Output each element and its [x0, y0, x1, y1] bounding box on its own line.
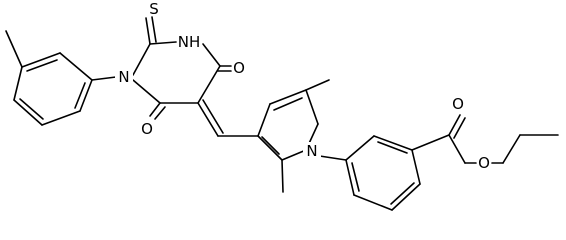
- ester-c-o-bond: [448, 134, 466, 164]
- lower-carbonyl-oxygen-label: O: [141, 120, 153, 138]
- tolyl-n-bond: [91, 76, 117, 81]
- ester-c-double-o-2: [453, 117, 466, 139]
- ester-c-double-o-1: [448, 114, 461, 136]
- pyrrole-methyl-lower-bond: [281, 159, 284, 193]
- chemical-structure: S NH N O O N O O: [5, 0, 559, 211]
- lower-carbonyl-bond-2: [154, 106, 166, 120]
- pyrimidine-ring: [132, 41, 221, 104]
- thione-bond-1: [145, 17, 151, 45]
- lower-carbonyl-bond-1: [149, 102, 161, 117]
- upper-carbonyl-oxygen-label: O: [233, 59, 245, 77]
- methylphenyl-ring: [13, 52, 93, 126]
- tolyl-methyl-bond: [5, 30, 23, 68]
- thione-bond-2: [151, 16, 157, 43]
- thione-sulfur-label: S: [149, 0, 159, 18]
- benzoate-ring: [345, 135, 421, 211]
- pyrimidine-nitrogen-label: N: [118, 68, 129, 86]
- exocyclic-double-bond-2: [202, 99, 224, 134]
- ester-ether-oxygen-label: O: [478, 154, 490, 172]
- ester-carbonyl-oxygen-label: O: [452, 95, 464, 113]
- benzoate-carbonyl-bond: [411, 134, 450, 151]
- ethoxy-bond-1: [502, 134, 521, 164]
- pyrrole-methyl-upper-bond: [305, 79, 330, 91]
- pyrrole-nitrogen-label: N: [306, 142, 317, 160]
- exocyclic-double-bond-1: [197, 102, 219, 137]
- imide-nh-label: NH: [178, 33, 201, 51]
